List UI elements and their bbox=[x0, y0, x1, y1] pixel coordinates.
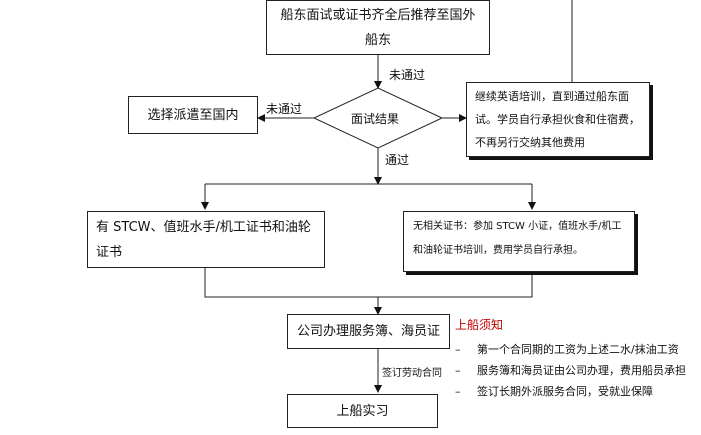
note-dash: – bbox=[455, 343, 461, 356]
note-dash: – bbox=[455, 385, 461, 398]
board-box: 上船实习 bbox=[287, 394, 438, 428]
note-text: 服务簿和海员证由公司办理，费用船员承担 bbox=[477, 364, 686, 377]
contract-label: 签订劳动合同 bbox=[382, 364, 442, 379]
note-item: – 签订长期外派服务合同，受就业保障 bbox=[455, 381, 701, 402]
no-cert-box: 无相关证书：参加 STCW 小证，值班水手/机工和油轮证书培训，费用学员自行承担… bbox=[403, 211, 635, 272]
fail-right-text: 继续英语培训，直到通过船东面试。学员自行承担伙食和住宿费，不再另行交纳其他费用 bbox=[475, 90, 640, 149]
no-cert-text: 无相关证书：参加 STCW 小证，值班水手/机工和油轮证书培训，费用学员自行承担… bbox=[413, 221, 622, 256]
recommend-text: 船东面试或证书齐全后推荐至国外船东 bbox=[280, 7, 476, 48]
recommend-box: 船东面试或证书齐全后推荐至国外船东 bbox=[266, 0, 490, 55]
note-text: 第一个合同期的工资为上述二水/抹油工资 bbox=[477, 343, 679, 356]
interview-result-label: 面试结果 bbox=[351, 112, 400, 126]
company-text: 公司办理服务簿、海员证 bbox=[296, 324, 440, 339]
merge-line bbox=[204, 268, 533, 298]
notes-title: 上船须知 bbox=[455, 318, 504, 332]
boarding-notes: 上船须知 – 第一个合同期的工资为上述二水/抹油工资 – 服务簿和海员证由公司办… bbox=[455, 316, 701, 402]
fail-left-text: 选择派遣至国内 bbox=[147, 107, 239, 123]
has-cert-text: 有 STCW、值班水手/机工证书和油轮证书 bbox=[96, 220, 311, 260]
fail-left-label: 未通过 bbox=[266, 100, 303, 117]
board-text: 上船实习 bbox=[336, 403, 389, 419]
pass-label: 通过 bbox=[385, 151, 410, 168]
note-dash: – bbox=[455, 364, 461, 377]
note-item: – 第一个合同期的工资为上述二水/抹油工资 bbox=[455, 339, 701, 360]
company-box: 公司办理服务簿、海员证 bbox=[287, 314, 450, 349]
note-text: 签订长期外派服务合同，受就业保障 bbox=[477, 385, 653, 398]
fail-left-box: 选择派遣至国内 bbox=[128, 96, 258, 134]
fail-right-box: 继续英语培训，直到通过船东面试。学员自行承担伙食和住宿费，不再另行交纳其他费用 bbox=[466, 82, 650, 157]
fail-up-label: 未通过 bbox=[389, 66, 426, 83]
has-cert-box: 有 STCW、值班水手/机工证书和油轮证书 bbox=[87, 211, 325, 268]
note-item: – 服务簿和海员证由公司办理，费用船员承担 bbox=[455, 360, 701, 381]
